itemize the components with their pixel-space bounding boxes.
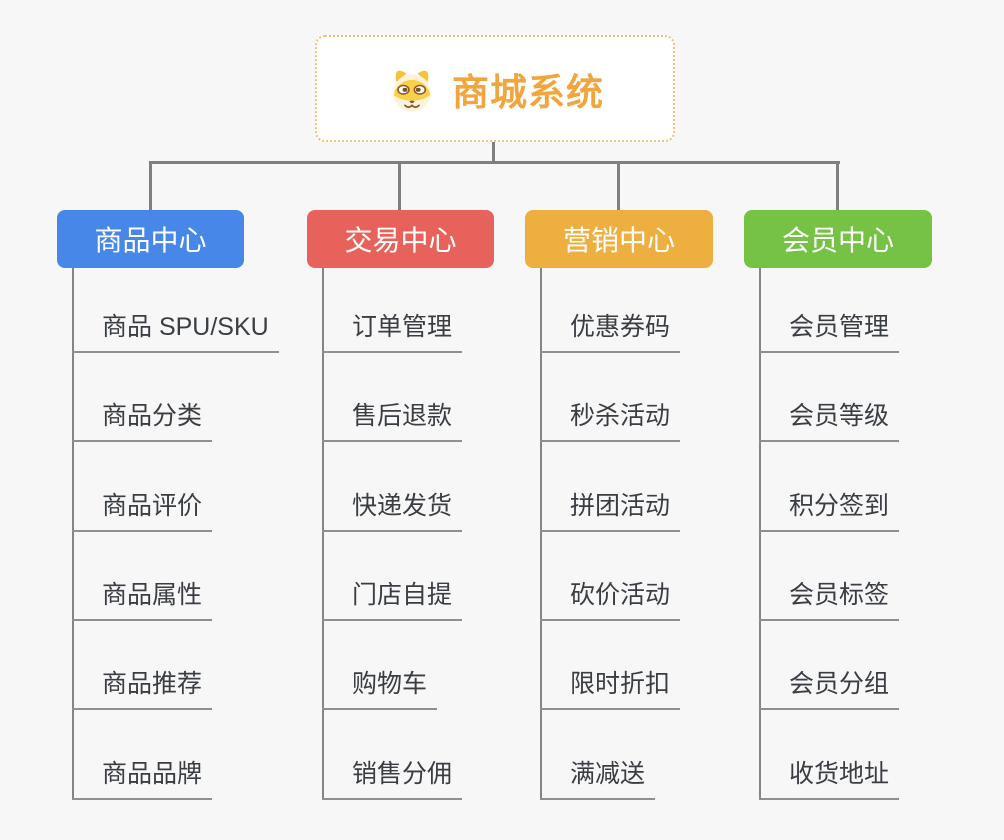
leaf-node-spend-and-save[interactable]: 满减送 bbox=[540, 759, 656, 800]
tree-connector-vertical-member bbox=[759, 268, 761, 800]
root-node-label: 商城系统 bbox=[452, 71, 604, 113]
leaf-node-product-spu-sku[interactable]: 商品 SPU/SKU bbox=[72, 312, 279, 353]
leaf-node-flash-sale[interactable]: 秒杀活动 bbox=[540, 401, 681, 442]
doge-icon bbox=[393, 70, 431, 112]
leaf-node-shopping-cart[interactable]: 购物车 bbox=[322, 669, 438, 710]
leaf-node-member-group[interactable]: 会员分组 bbox=[759, 669, 900, 710]
leaf-node-sales-commission[interactable]: 销售分佣 bbox=[322, 759, 463, 800]
leaf-node-product-brand[interactable]: 商品品牌 bbox=[72, 759, 213, 800]
leaf-node-group-buy[interactable]: 拼团活动 bbox=[540, 491, 681, 532]
leaf-node-after-sale-refund[interactable]: 售后退款 bbox=[322, 401, 463, 442]
tree-connector-vertical-product bbox=[72, 268, 74, 800]
tree-connector-drop-trade bbox=[398, 161, 401, 210]
leaf-node-shipping-address[interactable]: 收货地址 bbox=[759, 759, 900, 800]
tree-connector-drop-member bbox=[836, 161, 839, 210]
tree-connector-horizontal-bar bbox=[149, 161, 840, 164]
tree-connector-root-stub bbox=[492, 142, 495, 163]
leaf-node-express-delivery[interactable]: 快递发货 bbox=[322, 491, 463, 532]
branch-node-product-center[interactable]: 商品中心 bbox=[57, 210, 244, 268]
root-node-mall-system[interactable]: 商城系统 bbox=[315, 35, 675, 142]
leaf-node-member-level[interactable]: 会员等级 bbox=[759, 401, 900, 442]
branch-node-member-center[interactable]: 会员中心 bbox=[744, 210, 932, 268]
leaf-node-order-management[interactable]: 订单管理 bbox=[322, 312, 463, 353]
leaf-node-bargain-activity[interactable]: 砍价活动 bbox=[540, 580, 681, 621]
tree-connector-drop-product bbox=[149, 161, 152, 210]
leaf-node-store-pickup[interactable]: 门店自提 bbox=[322, 580, 463, 621]
leaf-node-product-attribute[interactable]: 商品属性 bbox=[72, 580, 213, 621]
tree-connector-vertical-marketing bbox=[540, 268, 542, 800]
tree-connector-drop-marketing bbox=[617, 161, 620, 210]
leaf-node-member-tag[interactable]: 会员标签 bbox=[759, 580, 900, 621]
leaf-node-product-review[interactable]: 商品评价 bbox=[72, 491, 213, 532]
leaf-node-coupon-code[interactable]: 优惠券码 bbox=[540, 312, 681, 353]
leaf-node-limited-time-discount[interactable]: 限时折扣 bbox=[540, 669, 681, 710]
leaf-node-member-management[interactable]: 会员管理 bbox=[759, 312, 900, 353]
leaf-node-product-category[interactable]: 商品分类 bbox=[72, 401, 213, 442]
tree-connector-vertical-trade bbox=[322, 268, 324, 800]
branch-node-marketing-center[interactable]: 营销中心 bbox=[525, 210, 713, 268]
leaf-node-points-checkin[interactable]: 积分签到 bbox=[759, 491, 900, 532]
leaf-node-product-recommend[interactable]: 商品推荐 bbox=[72, 669, 213, 710]
branch-node-trade-center[interactable]: 交易中心 bbox=[307, 210, 494, 268]
